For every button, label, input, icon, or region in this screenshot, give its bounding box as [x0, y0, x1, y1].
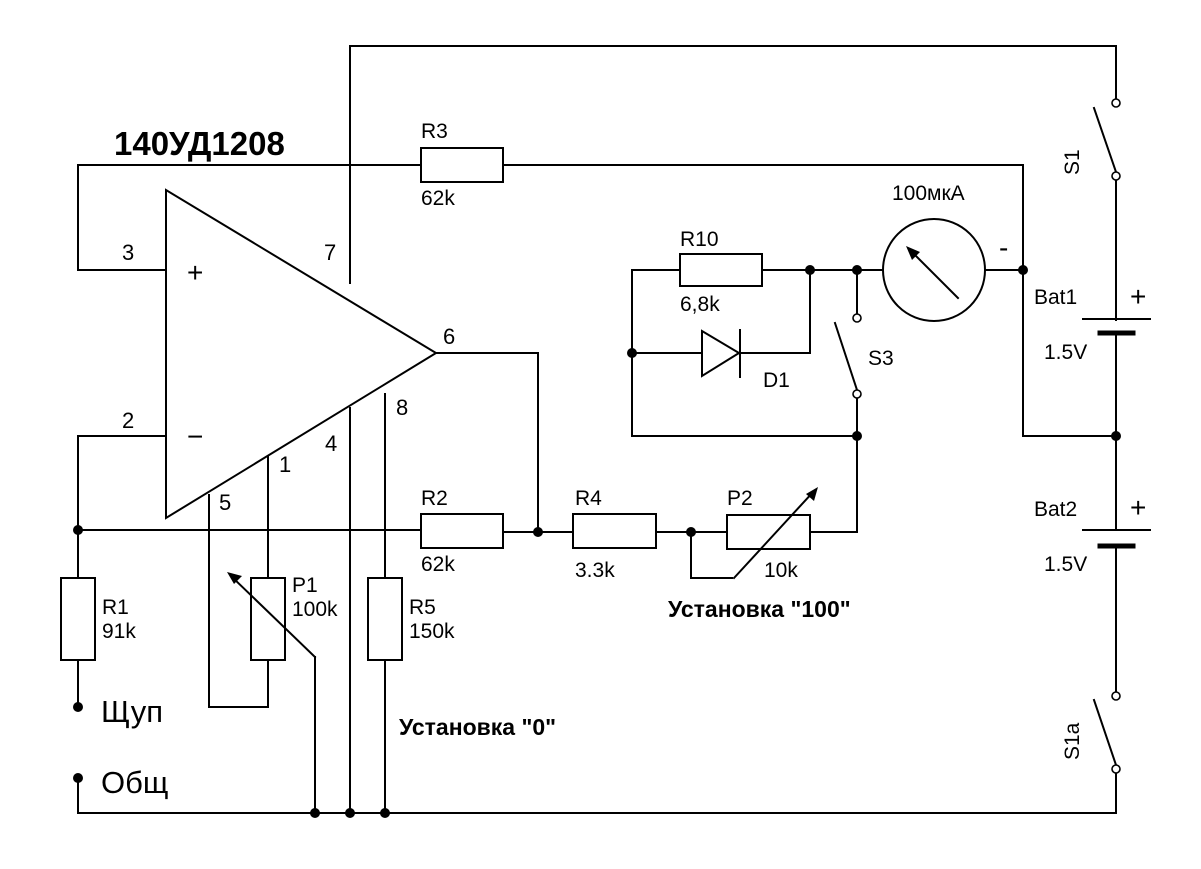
- wire-pin5-p1: [208, 494, 269, 708]
- r5-value: 150k: [409, 620, 455, 643]
- meter-label: 100мкА: [892, 182, 965, 205]
- r4-name: R4: [575, 487, 602, 510]
- bat1-polarity: +: [1130, 281, 1146, 312]
- resistor-r3: R3 62k: [420, 120, 504, 210]
- r10-value: 6,8k: [680, 293, 720, 316]
- r2-value: 62k: [421, 553, 455, 576]
- bat2-voltage: 1.5V: [1044, 553, 1087, 576]
- terminal-probe: Щуп: [73, 694, 163, 729]
- d1-name: D1: [763, 369, 790, 392]
- r1-value: 91k: [102, 620, 136, 643]
- junction-dots: [73, 265, 1121, 818]
- wire-diode-cathode: [739, 269, 811, 354]
- resistor-r4: R4 3.3k: [572, 487, 657, 582]
- r1-name: R1: [102, 596, 129, 619]
- s1a-label: S1a: [1061, 722, 1084, 760]
- r4-value: 3.3k: [575, 559, 615, 582]
- r10-name: R10: [680, 228, 719, 251]
- wire-p2-s3: [809, 435, 858, 533]
- meter-polarity: -: [999, 232, 1008, 263]
- resistor-r10: R10 6,8k: [679, 228, 763, 316]
- potentiometer-p1: P1 100k: [227, 572, 338, 814]
- common-label: Общ: [101, 765, 168, 800]
- s3-label: S3: [868, 347, 894, 370]
- p1-name: P1: [292, 574, 318, 597]
- p2-value: 10k: [764, 559, 798, 582]
- wire-pin3-r3: [77, 164, 422, 271]
- r3-value: 62k: [421, 187, 455, 210]
- wire-p2-wiper: [690, 531, 733, 579]
- switch-s1: S1: [1061, 98, 1121, 181]
- microammeter: 100мкА -: [882, 182, 1008, 322]
- p1-value: 100k: [292, 598, 338, 621]
- bat1-name: Bat1: [1034, 286, 1077, 309]
- s1-label: S1: [1061, 149, 1084, 175]
- switch-s1a: S1a: [1061, 691, 1121, 774]
- battery-bat2: Bat2 1.5V +: [1034, 492, 1151, 576]
- r5-name: R5: [409, 596, 436, 619]
- p2-name: P2: [727, 487, 753, 510]
- pin-label-7: 7: [324, 240, 336, 265]
- pin-label-2: 2: [122, 408, 134, 433]
- opamp-part-number: 140УД1208: [114, 125, 285, 162]
- wire-pin2-r1: [77, 435, 167, 579]
- resistor-r1: R1 91k: [60, 577, 136, 661]
- pin-label-5: 5: [219, 490, 231, 515]
- r2-name: R2: [421, 487, 448, 510]
- pin-label-4: 4: [325, 431, 337, 456]
- opamp-triangle: [165, 188, 438, 520]
- terminal-common: Общ: [73, 765, 168, 800]
- bat2-polarity: +: [1130, 492, 1146, 523]
- opamp: + − 140УД1208 3 2 7 6 4 8 5 1: [114, 125, 455, 520]
- switch-s3: S3: [833, 313, 894, 399]
- pin-label-6: 6: [443, 324, 455, 349]
- r3-name: R3: [421, 120, 448, 143]
- opamp-minus-sign: −: [187, 421, 203, 452]
- opamp-plus-sign: +: [187, 257, 203, 288]
- pin-label-1: 1: [279, 452, 291, 477]
- battery-bat1: Bat1 1.5V +: [1034, 281, 1151, 364]
- resistor-r5: R5 150k: [367, 577, 455, 661]
- potentiometer-p2: P2 10k: [726, 487, 818, 582]
- bat1-voltage: 1.5V: [1044, 341, 1087, 364]
- pin-label-8: 8: [396, 395, 408, 420]
- wire-bottom-rail: [77, 768, 1117, 814]
- wire-output: [435, 352, 539, 533]
- diode-d1: D1: [701, 329, 790, 392]
- bat2-name: Bat2: [1034, 498, 1077, 521]
- pin-label-3: 3: [122, 240, 134, 265]
- hundred-adjust-note: Установка "100": [668, 596, 851, 622]
- resistor-r2: R2 62k: [420, 487, 504, 576]
- wire-r3-midpoint: [502, 164, 1117, 437]
- zero-adjust-note: Установка "0": [399, 714, 556, 740]
- probe-label: Щуп: [101, 694, 163, 729]
